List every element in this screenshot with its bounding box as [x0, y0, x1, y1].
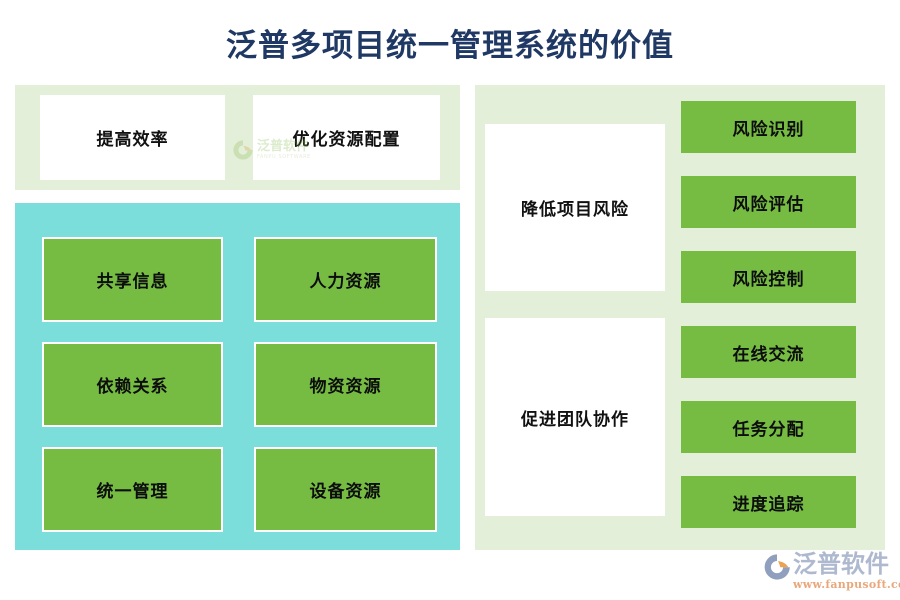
card-improve-efficiency-label: 提高效率 [96, 130, 169, 150]
resource-box-shared-info[interactable]: 共享信息 [42, 237, 223, 322]
fanpu-logo: 泛普软件 www.fanpusoft.com [762, 552, 900, 596]
resource-box-material-resources-label: 物资资源 [309, 377, 382, 397]
card-improve-efficiency[interactable]: 提高效率 [40, 95, 225, 180]
collab-box-progress-tracking[interactable]: 进度追踪 [681, 476, 856, 528]
resource-box-human-resources-label: 人力资源 [309, 272, 382, 292]
risk-box-identification[interactable]: 风险识别 [681, 101, 856, 153]
page-title: 泛普多项目统一管理系统的价值 [226, 28, 674, 64]
resource-box-unified-management-label: 统一管理 [96, 482, 169, 502]
fanpu-logo-cn: 泛普软件 [793, 550, 889, 578]
risk-box-control[interactable]: 风险控制 [681, 251, 856, 303]
collab-box-progress-tracking-label: 进度追踪 [732, 494, 805, 515]
card-promote-team-collaboration[interactable]: 促进团队协作 [485, 318, 665, 516]
card-reduce-project-risk-label: 降低项目风险 [521, 200, 629, 220]
fanpu-logo-text: 泛普软件 www.fanpusoft.com [793, 552, 900, 590]
resource-box-dependency[interactable]: 依赖关系 [42, 342, 223, 427]
collab-box-task-assignment-label: 任务分配 [732, 419, 805, 440]
resource-box-material-resources[interactable]: 物资资源 [254, 342, 437, 427]
collab-box-task-assignment[interactable]: 任务分配 [681, 401, 856, 453]
card-optimize-resource-allocation-label: 优化资源配置 [292, 130, 401, 150]
resource-box-dependency-label: 依赖关系 [96, 377, 169, 397]
resource-box-equipment-resources[interactable]: 设备资源 [254, 447, 437, 532]
resource-box-equipment-resources-label: 设备资源 [309, 482, 382, 502]
collab-box-online-communication-label: 在线交流 [732, 344, 805, 365]
risk-box-assessment[interactable]: 风险评估 [681, 176, 856, 228]
collab-box-online-communication[interactable]: 在线交流 [681, 326, 856, 378]
card-reduce-project-risk[interactable]: 降低项目风险 [485, 124, 665, 291]
fanpu-logo-icon [764, 554, 790, 580]
resource-box-human-resources[interactable]: 人力资源 [254, 237, 437, 322]
card-optimize-resource-allocation[interactable]: 优化资源配置 [253, 95, 440, 180]
fanpu-logo-url: www.fanpusoft.com [793, 578, 900, 591]
resource-box-unified-management[interactable]: 统一管理 [42, 447, 223, 532]
card-promote-team-collaboration-label: 促进团队协作 [521, 409, 629, 430]
risk-box-control-label: 风险控制 [732, 269, 805, 290]
resource-box-shared-info-label: 共享信息 [96, 272, 169, 292]
risk-box-assessment-label: 风险评估 [732, 194, 805, 215]
risk-box-identification-label: 风险识别 [732, 119, 805, 140]
